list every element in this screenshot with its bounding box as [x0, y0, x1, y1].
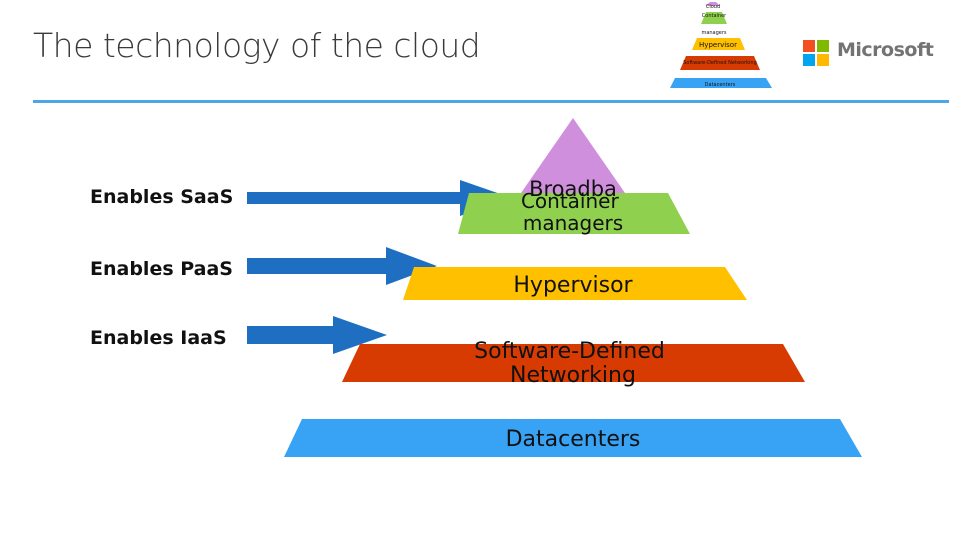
layer-sdn — [342, 344, 805, 382]
layer-label-container-line1: Container — [521, 189, 620, 213]
arrow-iaas — [247, 316, 387, 354]
logo-wordmark: Microsoft — [837, 39, 934, 61]
thumb-label-container: Container — [702, 13, 727, 19]
enables-paas-label: Enables PaaS — [90, 258, 233, 280]
logo-square-blue — [803, 54, 815, 66]
layer-hypervisor — [403, 267, 747, 300]
layer-label-sdn-line2: Networking — [510, 363, 636, 388]
layer-label-container-line2: managers — [523, 211, 623, 235]
thumb-layer-container — [701, 12, 727, 24]
thumb-layer-sdn — [680, 56, 760, 70]
enables-saas-label: Enables SaaS — [90, 186, 234, 208]
logo-square-green — [817, 40, 829, 52]
thumb-layer-cloud — [706, 2, 720, 6]
layer-broadband — [521, 118, 625, 193]
layer-label-hypervisor: Hypervisor — [513, 273, 633, 298]
title-divider — [33, 100, 949, 103]
thumb-label-hypervisor: Hypervisor — [699, 41, 737, 49]
arrow-saas — [247, 180, 512, 216]
thumb-label-datacenters: Datacenters — [705, 82, 736, 88]
thumb-label-managers: managers — [701, 30, 726, 36]
layer-datacenters — [284, 419, 862, 457]
thumb-label-sdn: Software-Defined Networking — [683, 60, 757, 66]
layer-label-sdn-line1: Software-Defined — [474, 339, 665, 364]
logo-square-yellow — [817, 54, 829, 66]
thumb-layer-datacenters — [670, 78, 772, 88]
enables-iaas-label: Enables IaaS — [90, 327, 227, 349]
layer-label-container-managers: Container managers — [521, 189, 625, 235]
layer-label-broadband: Broadba — [529, 177, 617, 201]
thumb-layer-hypervisor — [692, 38, 745, 50]
slide-title: The technology of the cloud — [33, 26, 481, 65]
thumbnail-pyramid: Cloud Container managers Hypervisor Soft… — [670, 2, 772, 88]
layer-container-managers — [458, 193, 690, 234]
arrow-paas — [247, 247, 437, 285]
microsoft-logo: Microsoft — [803, 38, 934, 68]
logo-square-red — [803, 40, 815, 52]
layer-label-datacenters: Datacenters — [506, 427, 641, 452]
layer-label-sdn: Software-Defined Networking — [474, 339, 672, 388]
thumb-label-cloud: Cloud — [706, 4, 720, 10]
